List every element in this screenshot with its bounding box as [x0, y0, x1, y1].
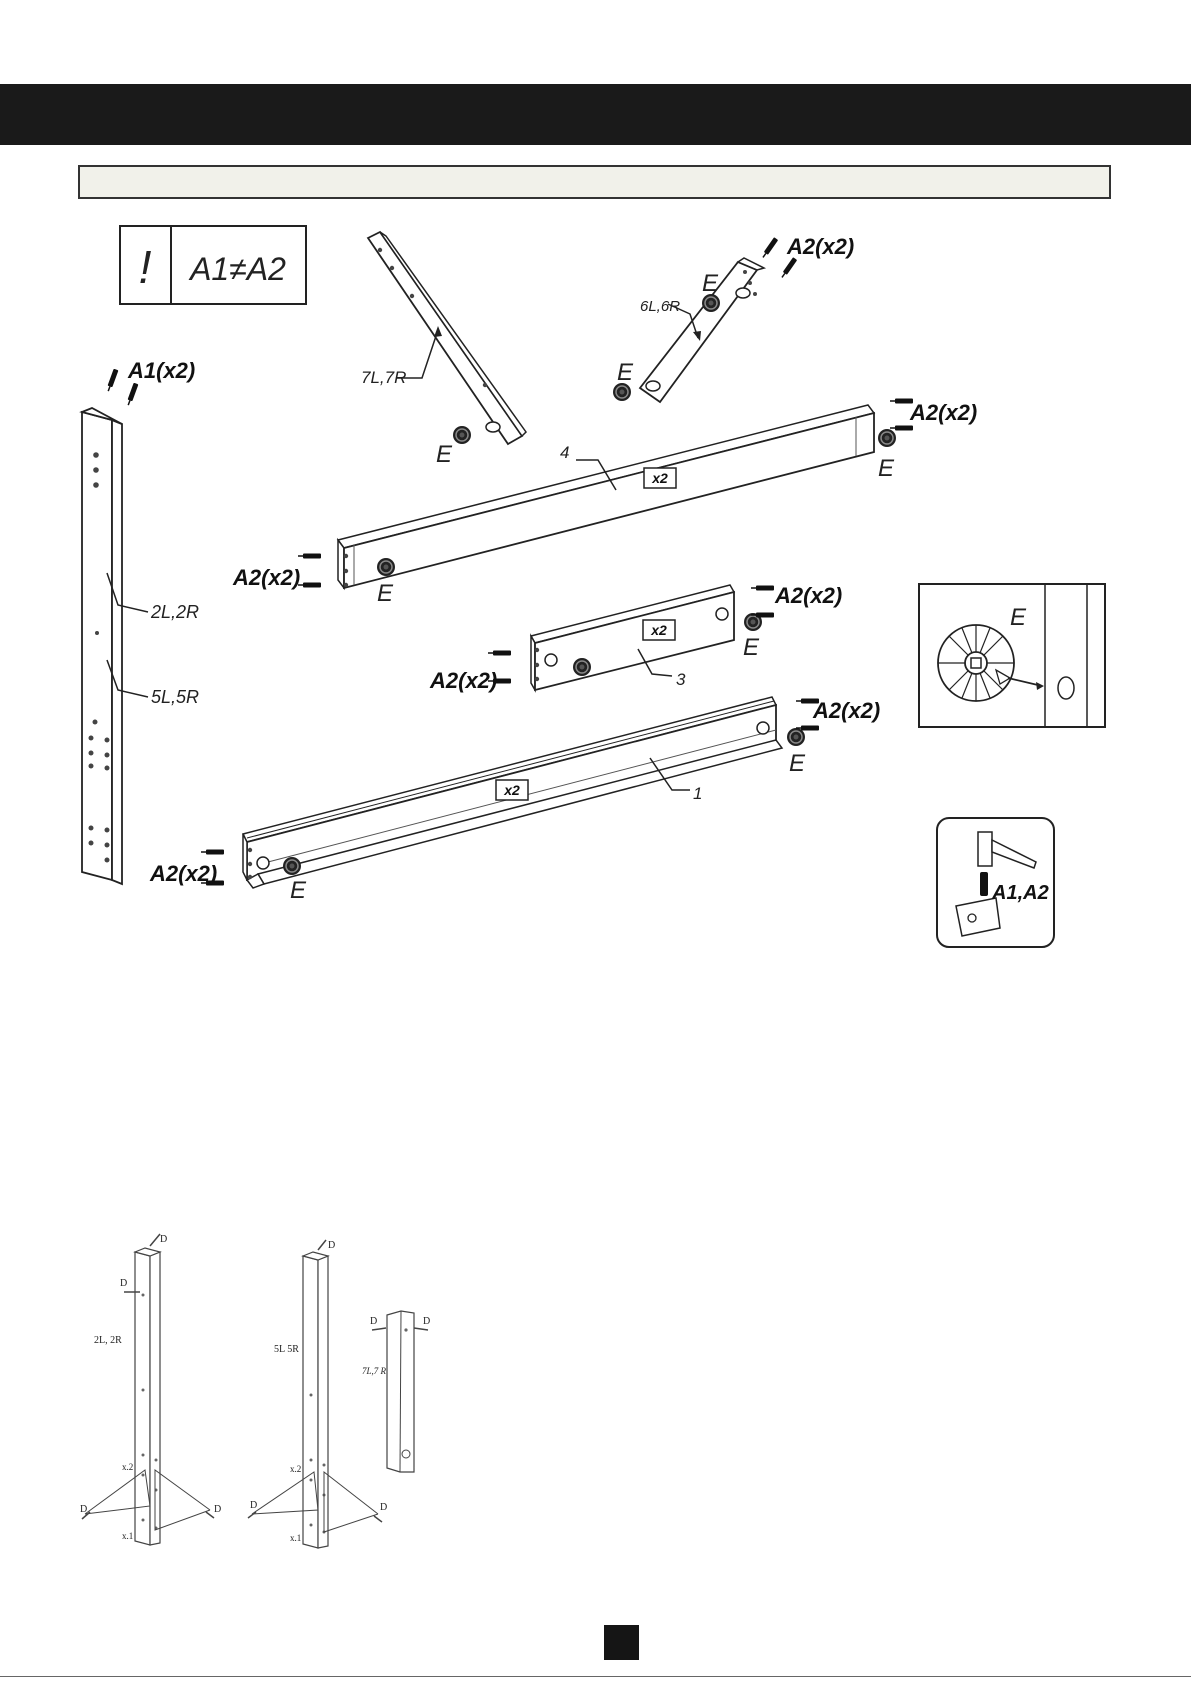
lower-label-d: D — [120, 1278, 127, 1289]
quantity-badge: x2 — [651, 470, 668, 486]
part-label-2: 2L,2R — [150, 602, 199, 622]
lower-label-d: D — [370, 1316, 377, 1327]
hammer-icon: A1,A2 — [937, 818, 1054, 947]
part-label-5: 5L,5R — [151, 687, 199, 707]
part-label-4: 4 — [560, 443, 569, 462]
lower-label-x1: x.1 — [122, 1531, 133, 1541]
hardware-label-e: E — [617, 359, 634, 386]
bottom-divider — [0, 1676, 1191, 1677]
part-1: x2 1 E E A2(x2) A2(x2) — [149, 697, 880, 904]
lower-part-7: D D 7L,7 R — [362, 1311, 430, 1472]
hardware-label-a2: A2(x2) — [786, 234, 854, 259]
lower-label-d: D — [214, 1504, 221, 1515]
hardware-label-e: E — [290, 877, 307, 904]
hardware-label-e: E — [377, 580, 394, 607]
hardware-label-a2: A2(x2) — [149, 861, 217, 886]
lower-label-x2: x.2 — [290, 1464, 301, 1474]
quantity-badge: x2 — [503, 782, 520, 798]
cam-detail-box: E — [919, 584, 1105, 727]
lower-label-d: D — [160, 1234, 167, 1245]
lower-label-d: D — [380, 1502, 387, 1513]
part-7: 7L,7R E — [361, 232, 526, 468]
quantity-badge: x2 — [650, 622, 667, 638]
lower-upright-2: D D D 5L 5R x.2 x.1 — [248, 1240, 387, 1548]
lower-upright-1: D D D D 2L, 2R x.2 x.1 — [80, 1234, 221, 1545]
hardware-label-a2: A2(x2) — [812, 698, 880, 723]
lower-label-d: D — [80, 1504, 87, 1515]
lower-label-d: D — [250, 1500, 257, 1511]
lower-label-5: 5L 5R — [274, 1344, 299, 1355]
part-label-6: 6L,6R — [640, 298, 680, 315]
hardware-label-e: E — [789, 750, 806, 777]
upright-part: 2L,2R 5L,5R A1(x2) — [82, 358, 199, 884]
lower-label-d: D — [423, 1316, 430, 1327]
hardware-label-a1: A1(x2) — [127, 358, 195, 383]
lower-label-7: 7L,7 R — [362, 1366, 387, 1376]
hardware-label-e: E — [436, 441, 453, 468]
lower-label-d: D — [328, 1240, 335, 1251]
lower-label-x2: x.2 — [122, 1462, 133, 1472]
part-6: 6L,6R E E A2(x2) — [613, 234, 854, 402]
part-label-7: 7L,7R — [361, 368, 406, 387]
part-3: x2 3 E A2(x2) A2(x2) — [429, 583, 842, 693]
hardware-label-a2: A2(x2) — [774, 583, 842, 608]
warning-icon: ! — [139, 241, 152, 293]
hardware-label-a2: A2(x2) — [909, 400, 977, 425]
hardware-label-e: E — [743, 634, 760, 661]
warning-text: A1≠A2 — [188, 251, 286, 287]
part-label-1: 1 — [693, 784, 702, 803]
hardware-label-a2: A2(x2) — [429, 668, 497, 693]
hardware-label-e: E — [702, 270, 719, 297]
hardware-label-e: E — [878, 455, 895, 482]
page-number-box — [604, 1625, 639, 1660]
hardware-label-a2: A2(x2) — [232, 565, 300, 590]
hardware-label-a1a2: A1,A2 — [991, 882, 1049, 904]
part-4: x2 4 E E A2(x2) A2(x2) — [232, 399, 977, 608]
lower-label-2: 2L, 2R — [94, 1335, 122, 1346]
warning-box: ! A1≠A2 — [120, 226, 306, 304]
lower-label-x1: x.1 — [290, 1533, 301, 1543]
detail-label-e: E — [1010, 604, 1027, 631]
part-label-3: 3 — [676, 670, 686, 689]
